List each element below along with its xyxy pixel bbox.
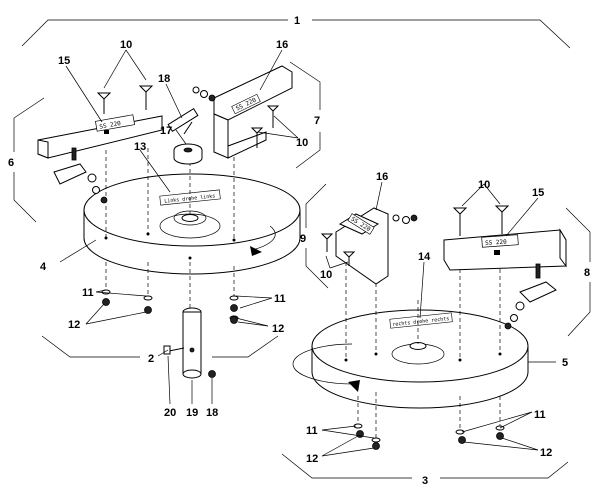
right-disc: rechts drehe rechts: [292, 309, 529, 409]
callout-11-d: 11: [534, 409, 546, 421]
callout-11-b: 11: [274, 293, 286, 305]
callout-17: 17: [160, 125, 172, 137]
left-guard-plate: SS 220: [37, 85, 163, 159]
group-bracket-3: [281, 453, 569, 479]
callout-12-a: 12: [68, 319, 80, 331]
callout-13: 13: [134, 141, 146, 153]
callout-12-b: 12: [272, 323, 284, 335]
right-disc-label: rechts drehe rechts: [392, 316, 450, 328]
callout-15-a: 15: [58, 55, 70, 67]
right-fasteners: [353, 423, 505, 450]
callout-12-d: 12: [540, 447, 552, 459]
right-latch: [504, 263, 557, 330]
callout-10-a: 10: [120, 39, 132, 51]
callout-8: 8: [584, 267, 590, 279]
callout-3: 3: [422, 475, 428, 487]
callout-18-a: 18: [158, 73, 170, 85]
right-bracket: SS 220: [320, 207, 418, 285]
right-guard-plate: SS 220: [443, 205, 567, 271]
group-bracket-2: [41, 335, 279, 358]
left-disc: Links drehe links: [83, 173, 301, 275]
callout-15-b: 15: [532, 187, 544, 199]
callout-10-d: 10: [320, 269, 332, 281]
group-bracket-8: [565, 207, 591, 337]
callout-16-b: 16: [376, 171, 388, 183]
group-bracket-1: [21, 19, 571, 49]
callout-16-a: 16: [276, 39, 288, 51]
leader-lines: [59, 49, 556, 457]
left-plate-marking: SS 220: [99, 120, 122, 131]
callout-10-b: 10: [296, 137, 308, 149]
left-fasteners: [101, 289, 239, 324]
callout-11-a: 11: [82, 287, 94, 299]
callout-numbers: 1 2 3 4 5 6 7 8 9 10 10 10 10 11 11 11 1…: [8, 15, 590, 487]
left-latch: [53, 147, 108, 204]
callout-18-b: 18: [206, 407, 218, 419]
callout-9: 9: [300, 233, 306, 245]
group-bracket-9: [305, 183, 329, 289]
left-bracket: SS 220: [192, 65, 293, 159]
callout-6: 6: [8, 157, 14, 169]
left-dashed-guides: [105, 148, 235, 310]
callout-20: 20: [164, 407, 176, 419]
callout-1: 1: [294, 15, 300, 27]
group-bracket-7: [289, 61, 321, 169]
callout-19: 19: [186, 407, 198, 419]
callout-10-c: 10: [478, 179, 490, 191]
right-disc-label-plate: [389, 312, 453, 329]
callout-7: 7: [314, 115, 320, 127]
callout-5: 5: [562, 357, 568, 369]
left-crank: [167, 107, 203, 165]
callout-4: 4: [40, 261, 47, 273]
center-shaft: [163, 307, 216, 379]
callout-11-c: 11: [306, 425, 318, 437]
callout-12-c: 12: [306, 453, 318, 465]
group-bracket-6: [13, 97, 45, 223]
callout-2: 2: [148, 353, 154, 365]
right-plate-marking: SS 220: [485, 239, 507, 248]
callout-14: 14: [418, 251, 431, 263]
bottom-leaders: [167, 355, 213, 405]
